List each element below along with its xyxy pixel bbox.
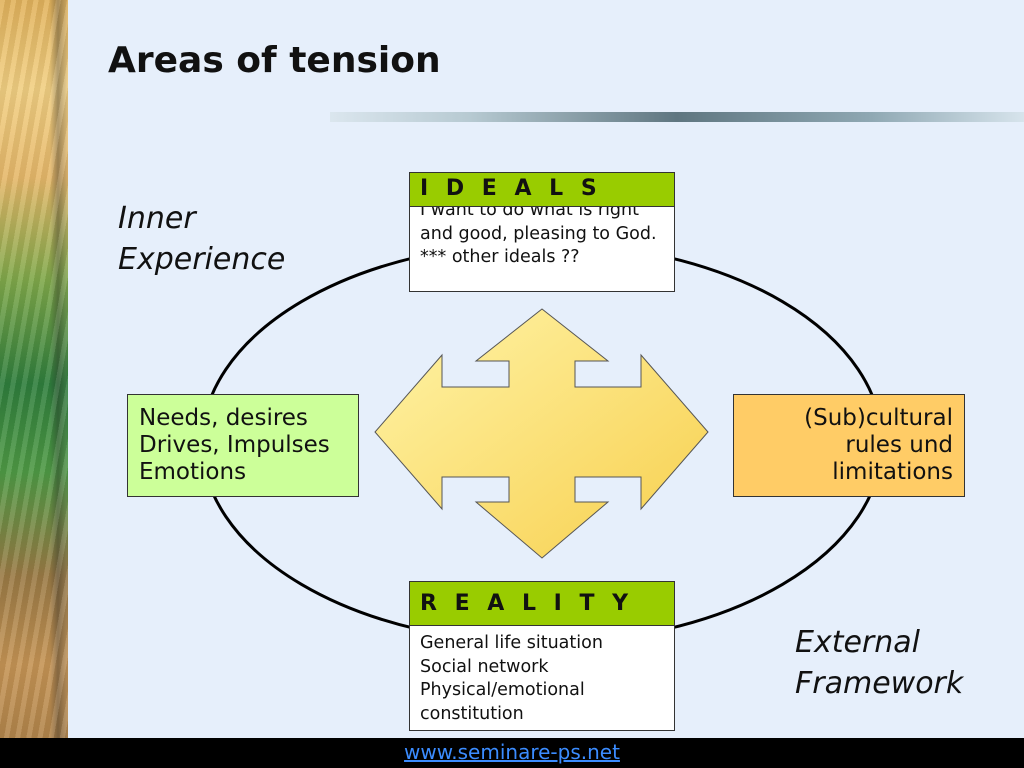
reality-box: R E A L I T Y General life situation Soc… [409,581,675,731]
reality-body: General life situation Social network Ph… [410,626,674,730]
inner-experience-label: Inner Experience [118,201,286,277]
cultural-rules-box: (Sub)cultural rules und limitations [733,394,965,497]
slide-title: Areas of tension [108,40,441,81]
reality-header: R E A L I T Y [410,582,674,626]
decorative-side-image [0,0,68,738]
title-underline-bar [330,112,1024,122]
footer-bar [0,738,1024,768]
ideals-box: I D E A L S I want to do what is right a… [409,172,675,292]
footer-website-link[interactable]: www.seminare-ps.net [404,740,620,764]
needs-box: Needs, desires Drives, Impulses Emotions [127,394,359,497]
external-framework-label: External Framework [795,625,964,701]
ideals-header: I D E A L S [410,173,674,207]
four-way-arrow [374,308,709,559]
